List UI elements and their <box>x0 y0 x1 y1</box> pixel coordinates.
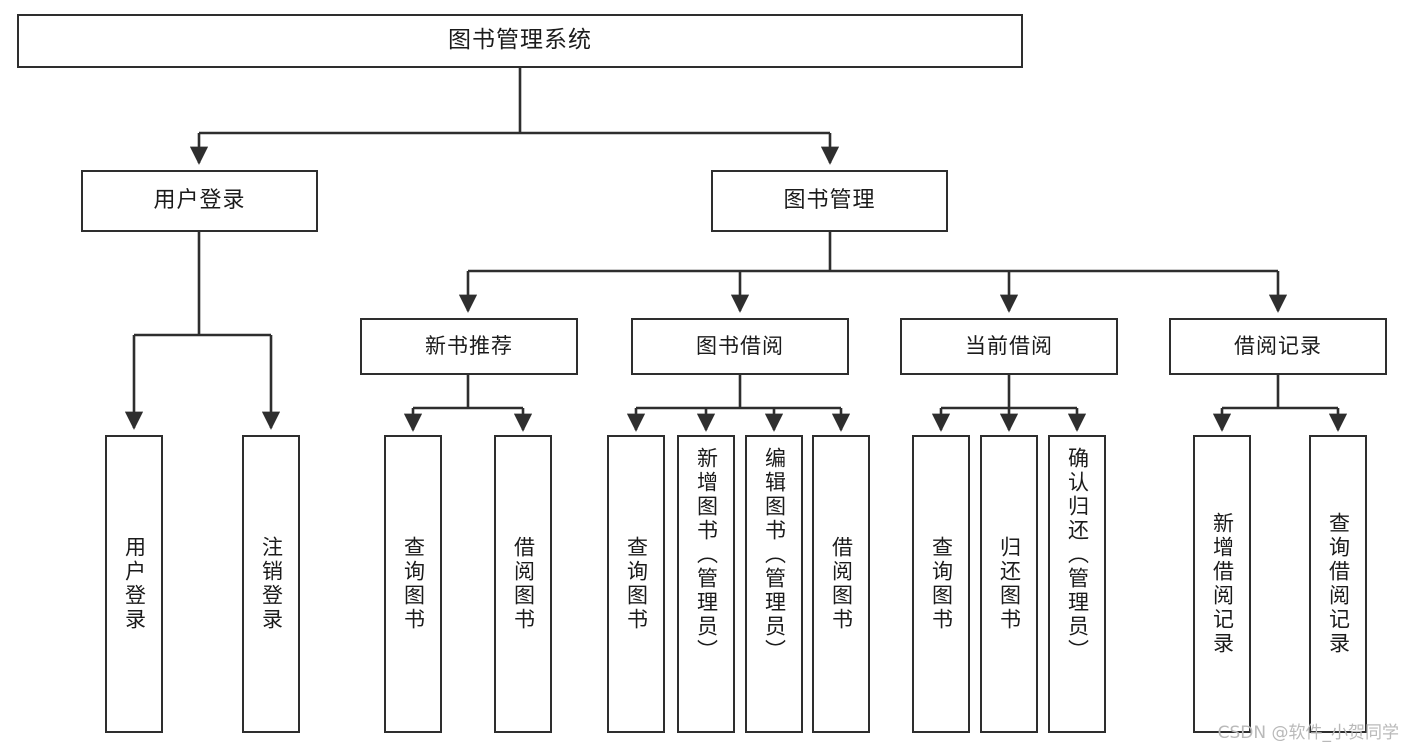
node-label: 确认归还（管理员） <box>1065 447 1090 663</box>
node-label: 借阅图书 <box>829 536 854 632</box>
leaf-book-borrow-borrow[interactable]: 借阅图书 <box>812 435 870 733</box>
node-label: 查询图书 <box>401 536 426 632</box>
node-label: 图书管理 <box>783 187 876 213</box>
leaf-new-book-query[interactable]: 查询图书 <box>384 435 442 733</box>
leaf-book-borrow-query[interactable]: 查询图书 <box>607 435 665 733</box>
node-label: 借阅记录 <box>1234 333 1322 358</box>
node-label: 归还图书 <box>997 536 1022 632</box>
watermark-text: CSDN @软件_小贺同学 <box>1217 723 1399 743</box>
node-label: 新增借阅记录 <box>1210 512 1235 656</box>
node-current-borrow[interactable]: 当前借阅 <box>900 318 1118 375</box>
node-label: 当前借阅 <box>965 333 1053 358</box>
node-label: 借阅图书 <box>511 536 536 632</box>
node-book-borrow[interactable]: 图书借阅 <box>631 318 849 375</box>
leaf-user-login-login[interactable]: 用户登录 <box>105 435 163 733</box>
leaf-current-borrow-query[interactable]: 查询图书 <box>912 435 970 733</box>
node-root-system[interactable]: 图书管理系统 <box>17 14 1023 68</box>
leaf-current-borrow-return[interactable]: 归还图书 <box>980 435 1038 733</box>
node-label: 新增图书（管理员） <box>694 447 719 663</box>
leaf-current-borrow-confirm-return[interactable]: 确认归还（管理员） <box>1048 435 1106 733</box>
node-borrow-record[interactable]: 借阅记录 <box>1169 318 1387 375</box>
node-label: 图书借阅 <box>696 333 784 358</box>
node-user-login[interactable]: 用户登录 <box>81 170 318 232</box>
node-label: 编辑图书（管理员） <box>762 447 787 663</box>
node-label: 查询借阅记录 <box>1326 512 1351 656</box>
leaf-user-login-logout[interactable]: 注销登录 <box>242 435 300 733</box>
node-book-management[interactable]: 图书管理 <box>711 170 948 232</box>
leaf-book-borrow-edit[interactable]: 编辑图书（管理员） <box>745 435 803 733</box>
node-new-book-recommend[interactable]: 新书推荐 <box>360 318 578 375</box>
leaf-borrow-record-query[interactable]: 查询借阅记录 <box>1309 435 1367 733</box>
node-label: 注销登录 <box>259 536 284 632</box>
leaf-new-book-borrow[interactable]: 借阅图书 <box>494 435 552 733</box>
node-label: 新书推荐 <box>425 333 513 358</box>
node-label: 图书管理系统 <box>448 27 592 54</box>
leaf-borrow-record-add[interactable]: 新增借阅记录 <box>1193 435 1251 733</box>
node-label: 用户登录 <box>122 536 147 632</box>
node-label: 用户登录 <box>153 187 246 213</box>
leaf-book-borrow-add[interactable]: 新增图书（管理员） <box>677 435 735 733</box>
node-label: 查询图书 <box>624 536 649 632</box>
node-label: 查询图书 <box>929 536 954 632</box>
